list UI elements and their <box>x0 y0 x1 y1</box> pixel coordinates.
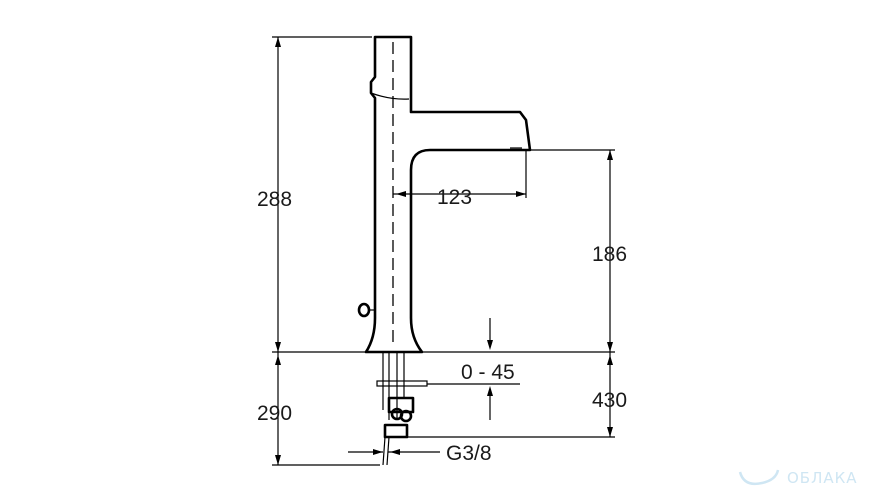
label-supply-length: 430 <box>592 389 627 412</box>
label-total-height: 288 <box>257 188 292 211</box>
watermark: ОБЛАКА <box>738 469 858 487</box>
label-spout-height: 186 <box>592 243 627 266</box>
label-deck-thickness: 0 - 45 <box>461 361 515 384</box>
label-below-deck: 290 <box>257 402 292 425</box>
label-spout-reach: 123 <box>437 186 472 209</box>
watermark-text: ОБЛАКА <box>787 469 858 487</box>
dimension-lines <box>272 36 615 466</box>
mounting-hardware <box>376 352 428 466</box>
label-thread: G3/8 <box>446 442 492 465</box>
cloud-icon <box>738 469 780 486</box>
faucet-body <box>357 35 532 354</box>
